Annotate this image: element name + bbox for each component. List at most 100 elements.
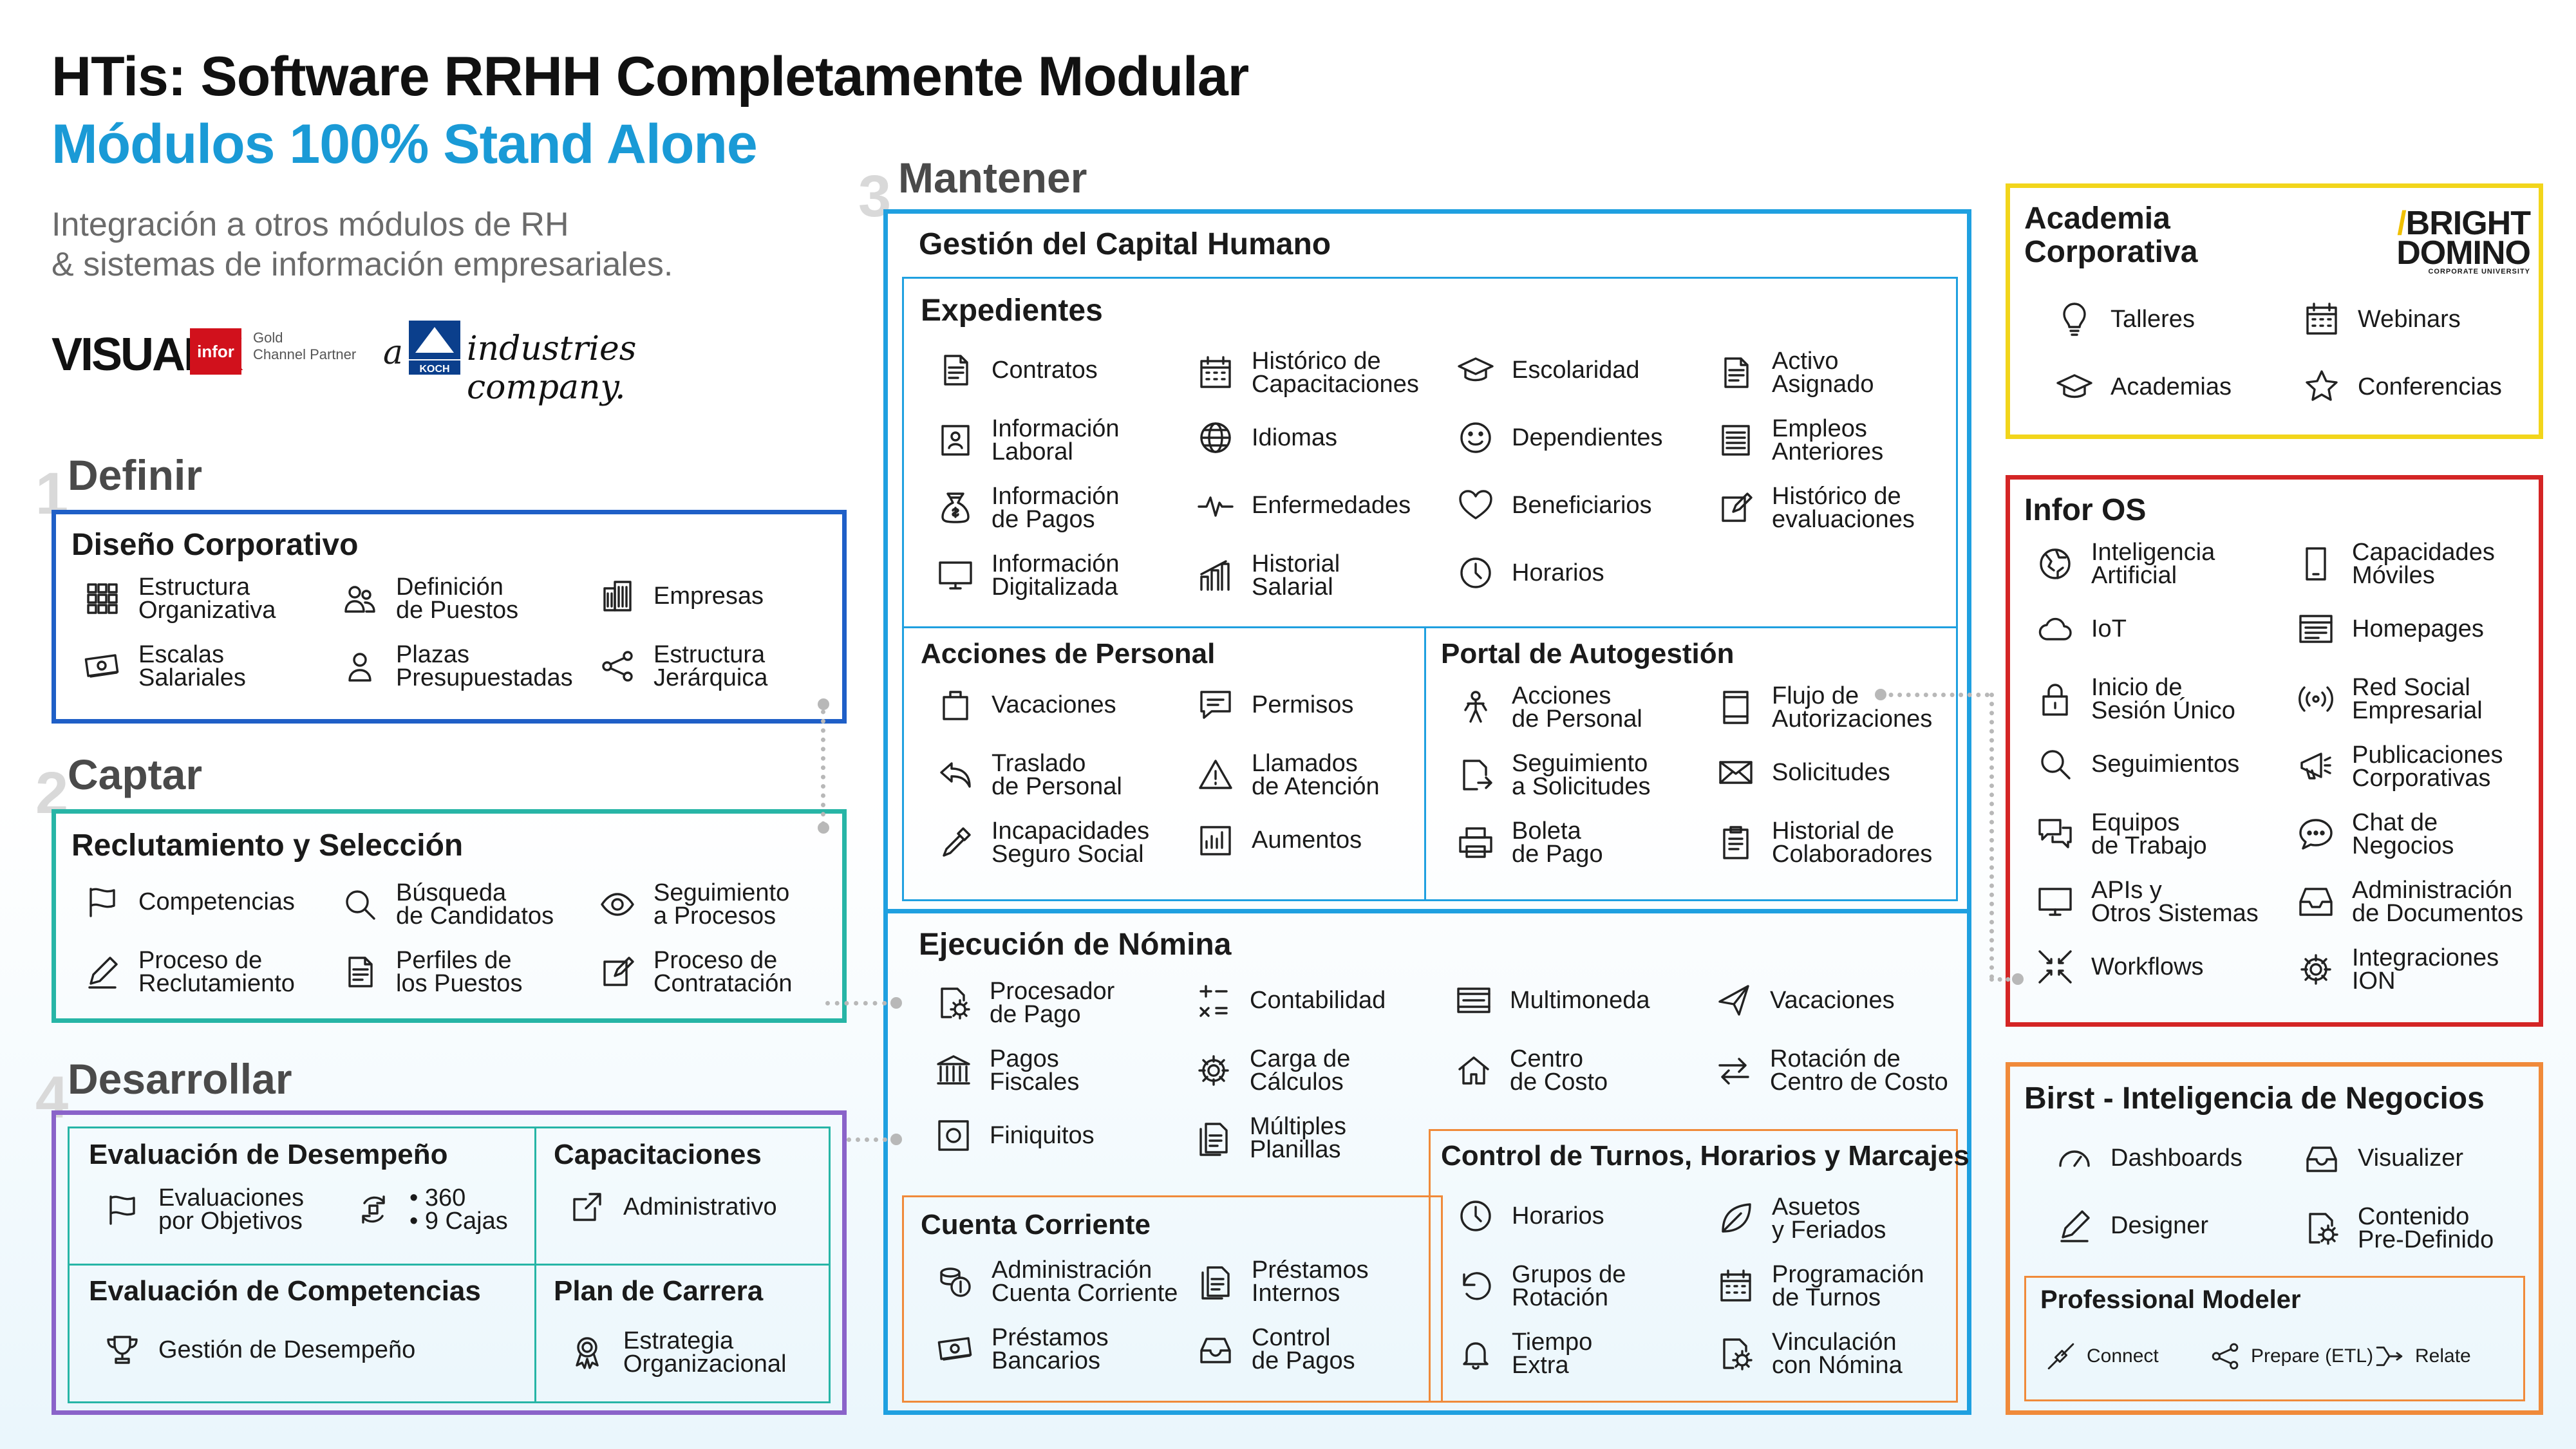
module-item: Capacidades Móviles — [2295, 539, 2495, 589]
module-item-label: Capacidades Móviles — [2352, 539, 2495, 589]
chats-icon — [2035, 814, 2076, 855]
document-icon — [1715, 352, 1756, 393]
plug-icon — [2045, 1336, 2076, 1377]
evaluacion-competencias-title: Evaluación de Competencias — [89, 1275, 481, 1307]
smile-icon — [1455, 417, 1496, 458]
mantener-box: Gestión del Capital Humano Expedientes A… — [883, 209, 1971, 1415]
module-item-label: Escolaridad — [1512, 357, 1640, 384]
module-item: Multimoneda — [1453, 980, 1650, 1021]
grid-icon — [82, 578, 123, 619]
module-item-label: Chat de Negocios — [2352, 809, 2454, 859]
module-item: Chat de Negocios — [2295, 809, 2454, 859]
trophy-icon — [102, 1329, 143, 1370]
module-item-label: Inteligencia Artificial — [2091, 539, 2215, 589]
gear-icon — [2295, 949, 2336, 990]
list-icon — [1715, 420, 1756, 461]
module-item-label: Acciones de Personal — [1512, 682, 1642, 733]
module-item-label: Centro de Costo — [1510, 1045, 1608, 1096]
module-item-label: • 360 • 9 Cajas — [409, 1184, 508, 1235]
pulse-icon — [1195, 485, 1236, 526]
module-item: Plazas Presupuestadas — [339, 642, 573, 690]
module-item: Talleres — [2054, 299, 2195, 340]
connector-desarrollar-nomina — [847, 1137, 896, 1142]
module-item: Inicio de Sesión Único — [2035, 674, 2235, 724]
module-item-label: Procesador de Pago — [990, 978, 1115, 1028]
phone-icon — [2295, 543, 2336, 584]
module-item-label: Traslado de Personal — [992, 750, 1122, 800]
search-icon — [2035, 743, 2076, 785]
leaf-icon — [1715, 1198, 1756, 1239]
module-item-label: Competencias — [138, 888, 295, 915]
clipboard-icon — [1715, 822, 1756, 863]
docs-icon — [1193, 1117, 1234, 1159]
module-item: Proceso de Contratación — [597, 948, 792, 996]
module-item-label: Horarios — [1512, 1202, 1604, 1229]
module-item: Dependientes — [1455, 417, 1663, 458]
module-item: Perfiles de los Puestos — [339, 948, 522, 996]
module-item: Histórico de Capacitaciones — [1195, 348, 1419, 398]
user-icon — [339, 646, 381, 687]
module-item-label: Incapacidades Seguro Social — [992, 818, 1150, 868]
phase-captar: 2 Captar — [35, 750, 202, 826]
module-item-label: Contabilidad — [1250, 987, 1386, 1014]
koch-industries-text: industries company. — [467, 330, 637, 407]
module-item: Equipos de Trabajo — [2035, 810, 2207, 858]
module-item-label: Activo Asignado — [1772, 348, 1874, 398]
megaphone-icon — [2295, 746, 2336, 787]
module-item: Información Digitalizada — [935, 552, 1120, 599]
docs-icon — [1195, 1261, 1236, 1302]
tray-icon — [2301, 1137, 2342, 1179]
doc-arrow-icon — [1455, 754, 1496, 796]
module-item: Contratos — [935, 350, 1098, 391]
module-item: Múltiples Planillas — [1193, 1114, 1346, 1162]
flag-icon — [82, 881, 123, 922]
warning-icon — [1195, 754, 1236, 796]
module-item-label: Asuetos y Feriados — [1772, 1193, 1886, 1244]
box-title: Birst - Inteligencia de Negocios — [2024, 1081, 2485, 1116]
gold-partner-text: Gold Channel Partner — [253, 330, 357, 362]
module-item-label: Workflows — [2091, 953, 2204, 980]
module-item-label: Inicio de Sesión Único — [2091, 674, 2235, 724]
module-item: • 360 • 9 Cajas — [353, 1186, 508, 1233]
module-item: Connect — [2045, 1336, 2159, 1377]
tablet-icon — [1715, 687, 1756, 728]
portal-title: Portal de Autogestión — [1441, 638, 1735, 669]
cuenta-box: Cuenta Corriente Administración Cuenta C… — [902, 1195, 1443, 1403]
heart-icon — [1455, 485, 1496, 526]
module-item: Inteligencia Artificial — [2035, 539, 2215, 589]
connector-definir-captar — [821, 700, 825, 826]
broadcast-icon — [2295, 678, 2336, 720]
module-item: Seguimiento a Solicitudes — [1455, 750, 1651, 800]
module-item-label: Flujo de Autorizaciones — [1772, 682, 1933, 733]
module-item: Finiquitos — [933, 1115, 1095, 1156]
module-item-label: Escalas Salariales — [138, 641, 246, 691]
module-item-label: Vacaciones — [1770, 987, 1895, 1014]
globe-icon — [1195, 417, 1236, 458]
phase-label: Desarrollar — [68, 1055, 292, 1103]
chat-dots-icon — [2295, 814, 2336, 855]
phase-definir: 1 Definir — [35, 451, 203, 527]
module-item: Integraciones ION — [2295, 946, 2499, 993]
module-item-label: Histórico de Capacitaciones — [1252, 348, 1419, 398]
module-item: Carga de Cálculos — [1193, 1047, 1350, 1094]
pencil-icon — [82, 951, 123, 993]
module-item: Préstamos Bancarios — [935, 1325, 1109, 1373]
module-item-label: Visualizer — [2358, 1145, 2464, 1172]
turnos-title: Control de Turnos, Horarios y Marcajes — [1441, 1140, 1970, 1172]
cap-icon — [1455, 350, 1496, 391]
award-icon — [567, 1332, 608, 1373]
module-item-label: Beneficiarios — [1512, 492, 1652, 519]
module-item: Relate — [2374, 1336, 2471, 1377]
module-item-label: Contratos — [992, 357, 1098, 384]
plan-carrera-title: Plan de Carrera — [554, 1275, 764, 1307]
eye-icon — [597, 884, 638, 925]
edit-icon — [1715, 487, 1756, 528]
phase-label: Definir — [68, 451, 203, 499]
box-title: Diseño Corporativo — [71, 528, 359, 562]
module-item: Visualizer — [2301, 1137, 2463, 1179]
box-title: Reclutamiento y Selección — [71, 828, 464, 863]
nomina-title: Ejecución de Nómina — [919, 928, 1232, 962]
module-item-label: Seguimiento a Solicitudes — [1512, 750, 1651, 800]
capacitaciones-title: Capacitaciones — [554, 1139, 762, 1170]
module-item: Tiempo Extra — [1455, 1330, 1592, 1378]
